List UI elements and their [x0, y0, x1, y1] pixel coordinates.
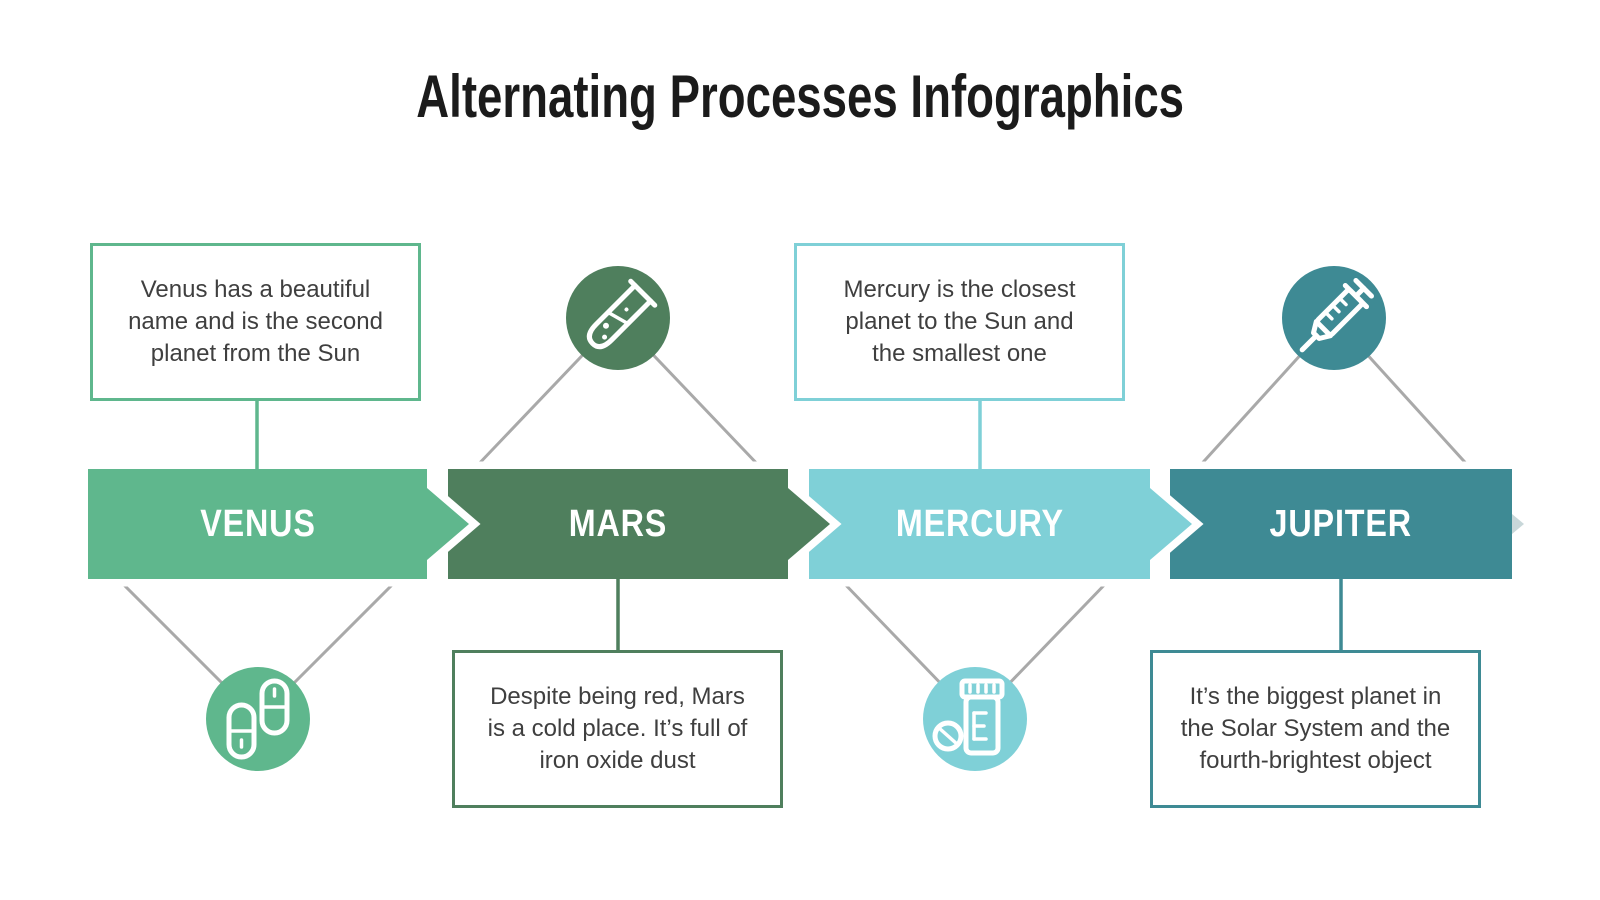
- description-box-mars: Despite being red, Mars is a cold place.…: [452, 650, 783, 808]
- mercury-icon-group: [923, 667, 1027, 771]
- description-box-mercury: Mercury is the closest planet to the Sun…: [794, 243, 1125, 401]
- description-line: Mercury is the closest: [843, 276, 1076, 303]
- test-tube-icon: [586, 278, 658, 350]
- syringe-icon: [1299, 278, 1374, 353]
- description-line: planet from the Sun: [150, 340, 361, 367]
- jupiter-icon-group: [1282, 266, 1386, 370]
- pills-icon: [226, 678, 290, 760]
- description-line: fourth-brightest object: [1199, 747, 1432, 774]
- description-line: Venus has a beautiful: [140, 276, 371, 303]
- jupiter-icon-circle: [1282, 266, 1386, 370]
- venus-icon-circle: [206, 667, 310, 771]
- mercury-banner-shape: [801, 461, 1204, 587]
- jupiter-banner-shape: [1162, 461, 1520, 587]
- description-line: It’s the biggest planet in: [1189, 683, 1442, 710]
- pill-bottle-icon: [932, 678, 1005, 756]
- description-line: name and is the second: [128, 308, 383, 335]
- description-line: iron oxide dust: [539, 747, 696, 774]
- diagonal-connectors: [114, 316, 1474, 721]
- page-title: Alternating Processes Infographics: [0, 62, 1600, 131]
- description-line: is a cold place. It’s full of: [487, 715, 748, 742]
- jupiter-end-arrow-tip: [1512, 514, 1524, 534]
- description-line: the smallest one: [872, 340, 1047, 367]
- process-banners: [80, 461, 1524, 587]
- description-line: Despite being red, Mars: [490, 683, 745, 710]
- mars-icon-group: [566, 266, 670, 370]
- description-line: planet to the Sun and: [845, 308, 1074, 335]
- page-title-text: Alternating Processes Infographics: [416, 63, 1184, 130]
- description-box-jupiter: It’s the biggest planet in the Solar Sys…: [1150, 650, 1481, 808]
- description-line: the Solar System and the: [1180, 715, 1451, 742]
- description-box-venus: Venus has a beautiful name and is the se…: [90, 243, 421, 401]
- venus-icon-group: [206, 667, 310, 771]
- venus-banner-shape: [80, 461, 481, 587]
- step-icons: [206, 266, 1386, 771]
- mars-banner-shape: [440, 461, 842, 587]
- vertical-connectors: [255, 399, 1343, 652]
